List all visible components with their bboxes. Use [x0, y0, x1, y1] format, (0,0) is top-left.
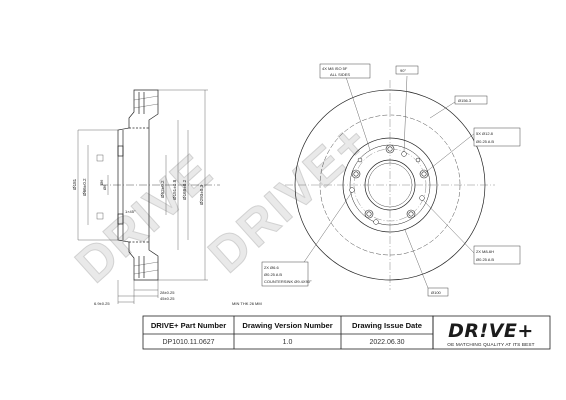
right-label-1b: Ø0.25 A B: [476, 139, 494, 144]
left-label-b: Ø0.25 A B: [264, 272, 282, 277]
header-version: Drawing Version Number: [242, 321, 332, 330]
side-dimension-labels: Ø181 Ø66±0.2 Ø6 Ø52±0.2 Ø151±0.8 Ø168±0.…: [72, 178, 204, 306]
dim-6-9: 6.9±0.25: [94, 301, 110, 306]
chamfer-label: 1×45°: [125, 209, 136, 214]
right-label-2a: 2X M8-6H: [476, 249, 494, 254]
dim-293: Ø293±0.3: [199, 184, 204, 205]
right-label-2b: Ø0.25 A B: [476, 257, 494, 262]
left-label-a: 2X Ø6.6: [264, 265, 279, 270]
watermark-face: DRIVE+: [197, 111, 380, 283]
dim-181: Ø181: [72, 178, 77, 190]
angle-label: 90°: [400, 68, 406, 73]
svg-text:DRIVE+: DRIVE+: [198, 112, 380, 283]
brand-logo: DR!VE+: [448, 320, 534, 342]
front-callout-labels: 4X M8 ISO 5F ALL SIDES 90° Ø156.3 5X Ø12…: [232, 66, 494, 306]
dim-168: Ø168±0.2: [182, 179, 187, 200]
dim-151: Ø151±0.8: [172, 179, 177, 200]
value-part-number: DP1010.11.0627: [162, 339, 214, 346]
bottom-dia-label: Ø100: [431, 290, 442, 295]
right-label-1a: 5X Ø12.8: [476, 131, 494, 136]
dim-66: Ø66±0.2: [82, 178, 87, 196]
value-issue-date: 2022.06.30: [369, 339, 404, 346]
min-thickness-label: MIN THK 26 MM: [232, 301, 262, 306]
left-label-c: COUNTERSINK Ø9.4X90°: [264, 279, 312, 284]
top-note-line-2: ALL SIDES: [330, 72, 350, 77]
callout-frames: [261, 63, 521, 297]
top-note-line-1: 4X M8 ISO 5F: [322, 66, 348, 71]
dim-52: Ø52±0.2: [160, 180, 165, 198]
header-issue-date: Drawing Issue Date: [352, 321, 422, 330]
title-block: [142, 315, 551, 350]
header-part-number: DRIVE+ Part Number: [151, 321, 226, 330]
dia-156-label: Ø156.3: [458, 98, 472, 103]
brand-tagline: OE MATCHING QUALITY AT ITS BEST: [447, 342, 534, 347]
side-dimension-lines: [77, 89, 208, 304]
leader-lines: [299, 73, 476, 289]
front-centre-lines: [285, 80, 495, 290]
side-section-view: [100, 89, 220, 281]
value-version: 1.0: [283, 339, 293, 346]
hole-dim: Ø6: [99, 179, 104, 185]
fixing-holes: [349, 151, 425, 225]
dim-28: 28±0.25: [160, 290, 175, 295]
dim-45: 45±0.25: [160, 296, 175, 301]
dim-6-left: Ø6: [102, 184, 107, 190]
